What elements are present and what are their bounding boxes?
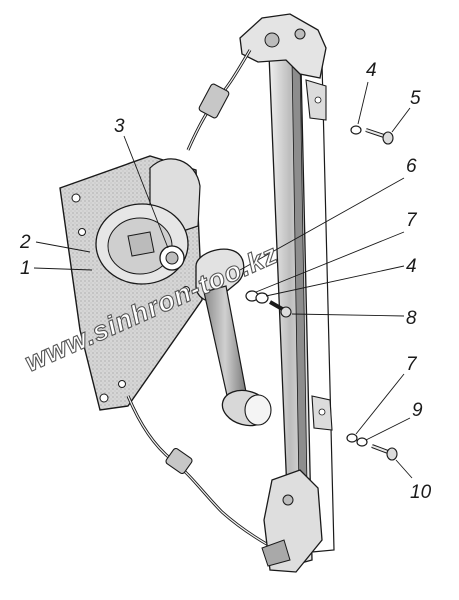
- leader-lines: [33, 81, 413, 479]
- label-8: 8: [406, 308, 417, 329]
- bolt-5: [382, 131, 394, 145]
- cable-sleeve-upper: [198, 83, 230, 119]
- washer-9: [356, 437, 368, 447]
- screw-8: [280, 306, 292, 318]
- crank-handle: [195, 248, 272, 427]
- washer-4-top: [350, 125, 362, 135]
- drive-shaft: [127, 231, 155, 257]
- label-6: 6: [406, 156, 417, 177]
- drum-housing: [95, 158, 201, 285]
- fastener-set-bottom: [346, 433, 398, 461]
- washer-4-mid: [255, 292, 269, 304]
- label-3: 3: [114, 116, 125, 137]
- fastener-set-middle: [245, 290, 292, 318]
- label-2: 2: [19, 232, 31, 253]
- label-5: 5: [410, 88, 421, 109]
- label-4-top: 4: [366, 60, 377, 81]
- bolt-10: [386, 447, 398, 461]
- label-9: 9: [412, 400, 423, 421]
- label-7-low: 7: [406, 354, 418, 375]
- washer-7-low: [346, 433, 358, 443]
- label-4-mid: 4: [406, 256, 417, 277]
- lower-cable: [126, 395, 271, 548]
- top-pulley-bracket: [239, 13, 327, 121]
- lower-bracket: [261, 395, 333, 573]
- fastener-set-top: [350, 125, 394, 145]
- label-10: 10: [410, 482, 432, 503]
- upper-cable: [186, 49, 252, 151]
- cable-sleeve-lower: [165, 447, 193, 475]
- label-1: 1: [20, 258, 31, 279]
- label-7-mid: 7: [406, 210, 418, 231]
